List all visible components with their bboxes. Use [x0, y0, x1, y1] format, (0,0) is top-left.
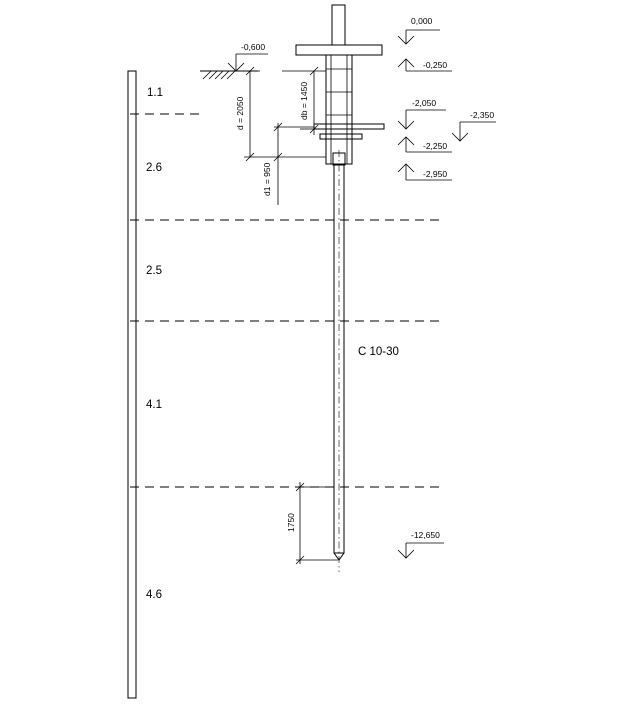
elevation-c: -2,350: [470, 110, 494, 120]
dim-d1: d1 = 950: [262, 162, 272, 196]
layer-thickness-4: 4.1: [146, 399, 162, 411]
layer-thickness-2: 2.6: [146, 162, 162, 174]
layer-thickness-1: 1.1: [147, 87, 163, 99]
dimension-lines: d = 2050 db = 1450 d1 = 950 1750: [235, 66, 338, 565]
pile-label: С 10-30: [358, 346, 399, 358]
elevation-a: -0,250: [423, 60, 447, 70]
dim-tip: 1750: [286, 513, 296, 532]
elevation-pile-tip: -12,650: [411, 530, 440, 540]
soil-column-bar: [127, 70, 137, 699]
elevation-b: -2,050: [412, 98, 436, 108]
dim-d: d = 2050: [235, 96, 245, 130]
elevation-e: -2,950: [423, 169, 447, 179]
layer-thickness-3: 2.5: [146, 265, 162, 277]
elevation-d: -2,250: [423, 141, 447, 151]
elevation-top: 0,000: [411, 16, 433, 26]
grillage-plate-lower: [319, 133, 363, 140]
sleeve: [325, 54, 353, 165]
grillage-plate-upper: [313, 123, 385, 130]
dim-db: db = 1450: [299, 82, 309, 120]
elevation-marks: 0,000 -0,250 -2,050 -2,350 -2,250 -2,950…: [397, 16, 496, 559]
ground-surface: -0,600: [200, 42, 268, 80]
ground-hatch: [202, 70, 236, 80]
ground-level-label: -0,600: [241, 42, 265, 52]
column-stub: [331, 4, 346, 46]
layer-thickness-5: 4.6: [146, 589, 162, 601]
top-plate: [295, 44, 383, 56]
soil-column: 1.1 2.6 2.5 4.1 4.6: [127, 70, 440, 699]
